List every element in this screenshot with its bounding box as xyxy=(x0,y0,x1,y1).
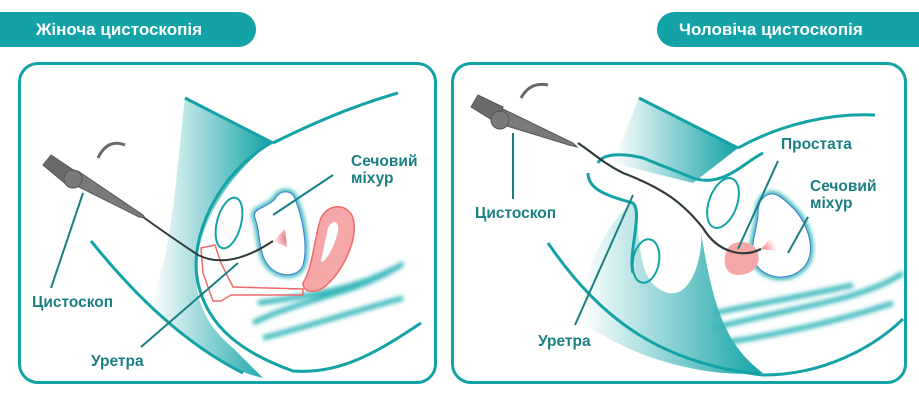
bladder-label-line1: Сечовий xyxy=(810,178,877,195)
bladder-label: Сечовий міхур xyxy=(810,178,876,212)
prostate-label: Простата xyxy=(781,136,852,153)
bladder-label-line2: міхур xyxy=(351,170,394,187)
male-anatomy-illustration xyxy=(470,82,904,377)
cystoscope-label: Цистоскоп xyxy=(32,294,114,311)
cystoscope-label: Цистоскоп xyxy=(475,205,557,222)
bladder-label: Сечовий міхур xyxy=(351,153,417,187)
female-anatomy-illustration xyxy=(42,91,422,378)
male-cystoscopy-title: Чоловіча цистоскопія xyxy=(657,12,919,47)
male-diagram-panel: Простата Сечовий міхур Цистоскоп Уретра xyxy=(451,62,907,384)
urethra-label: Уретра xyxy=(538,333,591,350)
bladder-label-line1: Сечовий xyxy=(351,153,418,170)
urethra-label: Уретра xyxy=(91,353,144,370)
female-diagram-panel: Сечовий міхур Цистоскоп Уретра xyxy=(18,62,437,384)
female-cystoscopy-title: Жіноча цистоскопія xyxy=(0,12,256,47)
bladder-label-line2: міхур xyxy=(810,195,853,212)
male-title-text: Чоловіча цистоскопія xyxy=(679,19,863,39)
female-title-text: Жіноча цистоскопія xyxy=(36,19,203,39)
